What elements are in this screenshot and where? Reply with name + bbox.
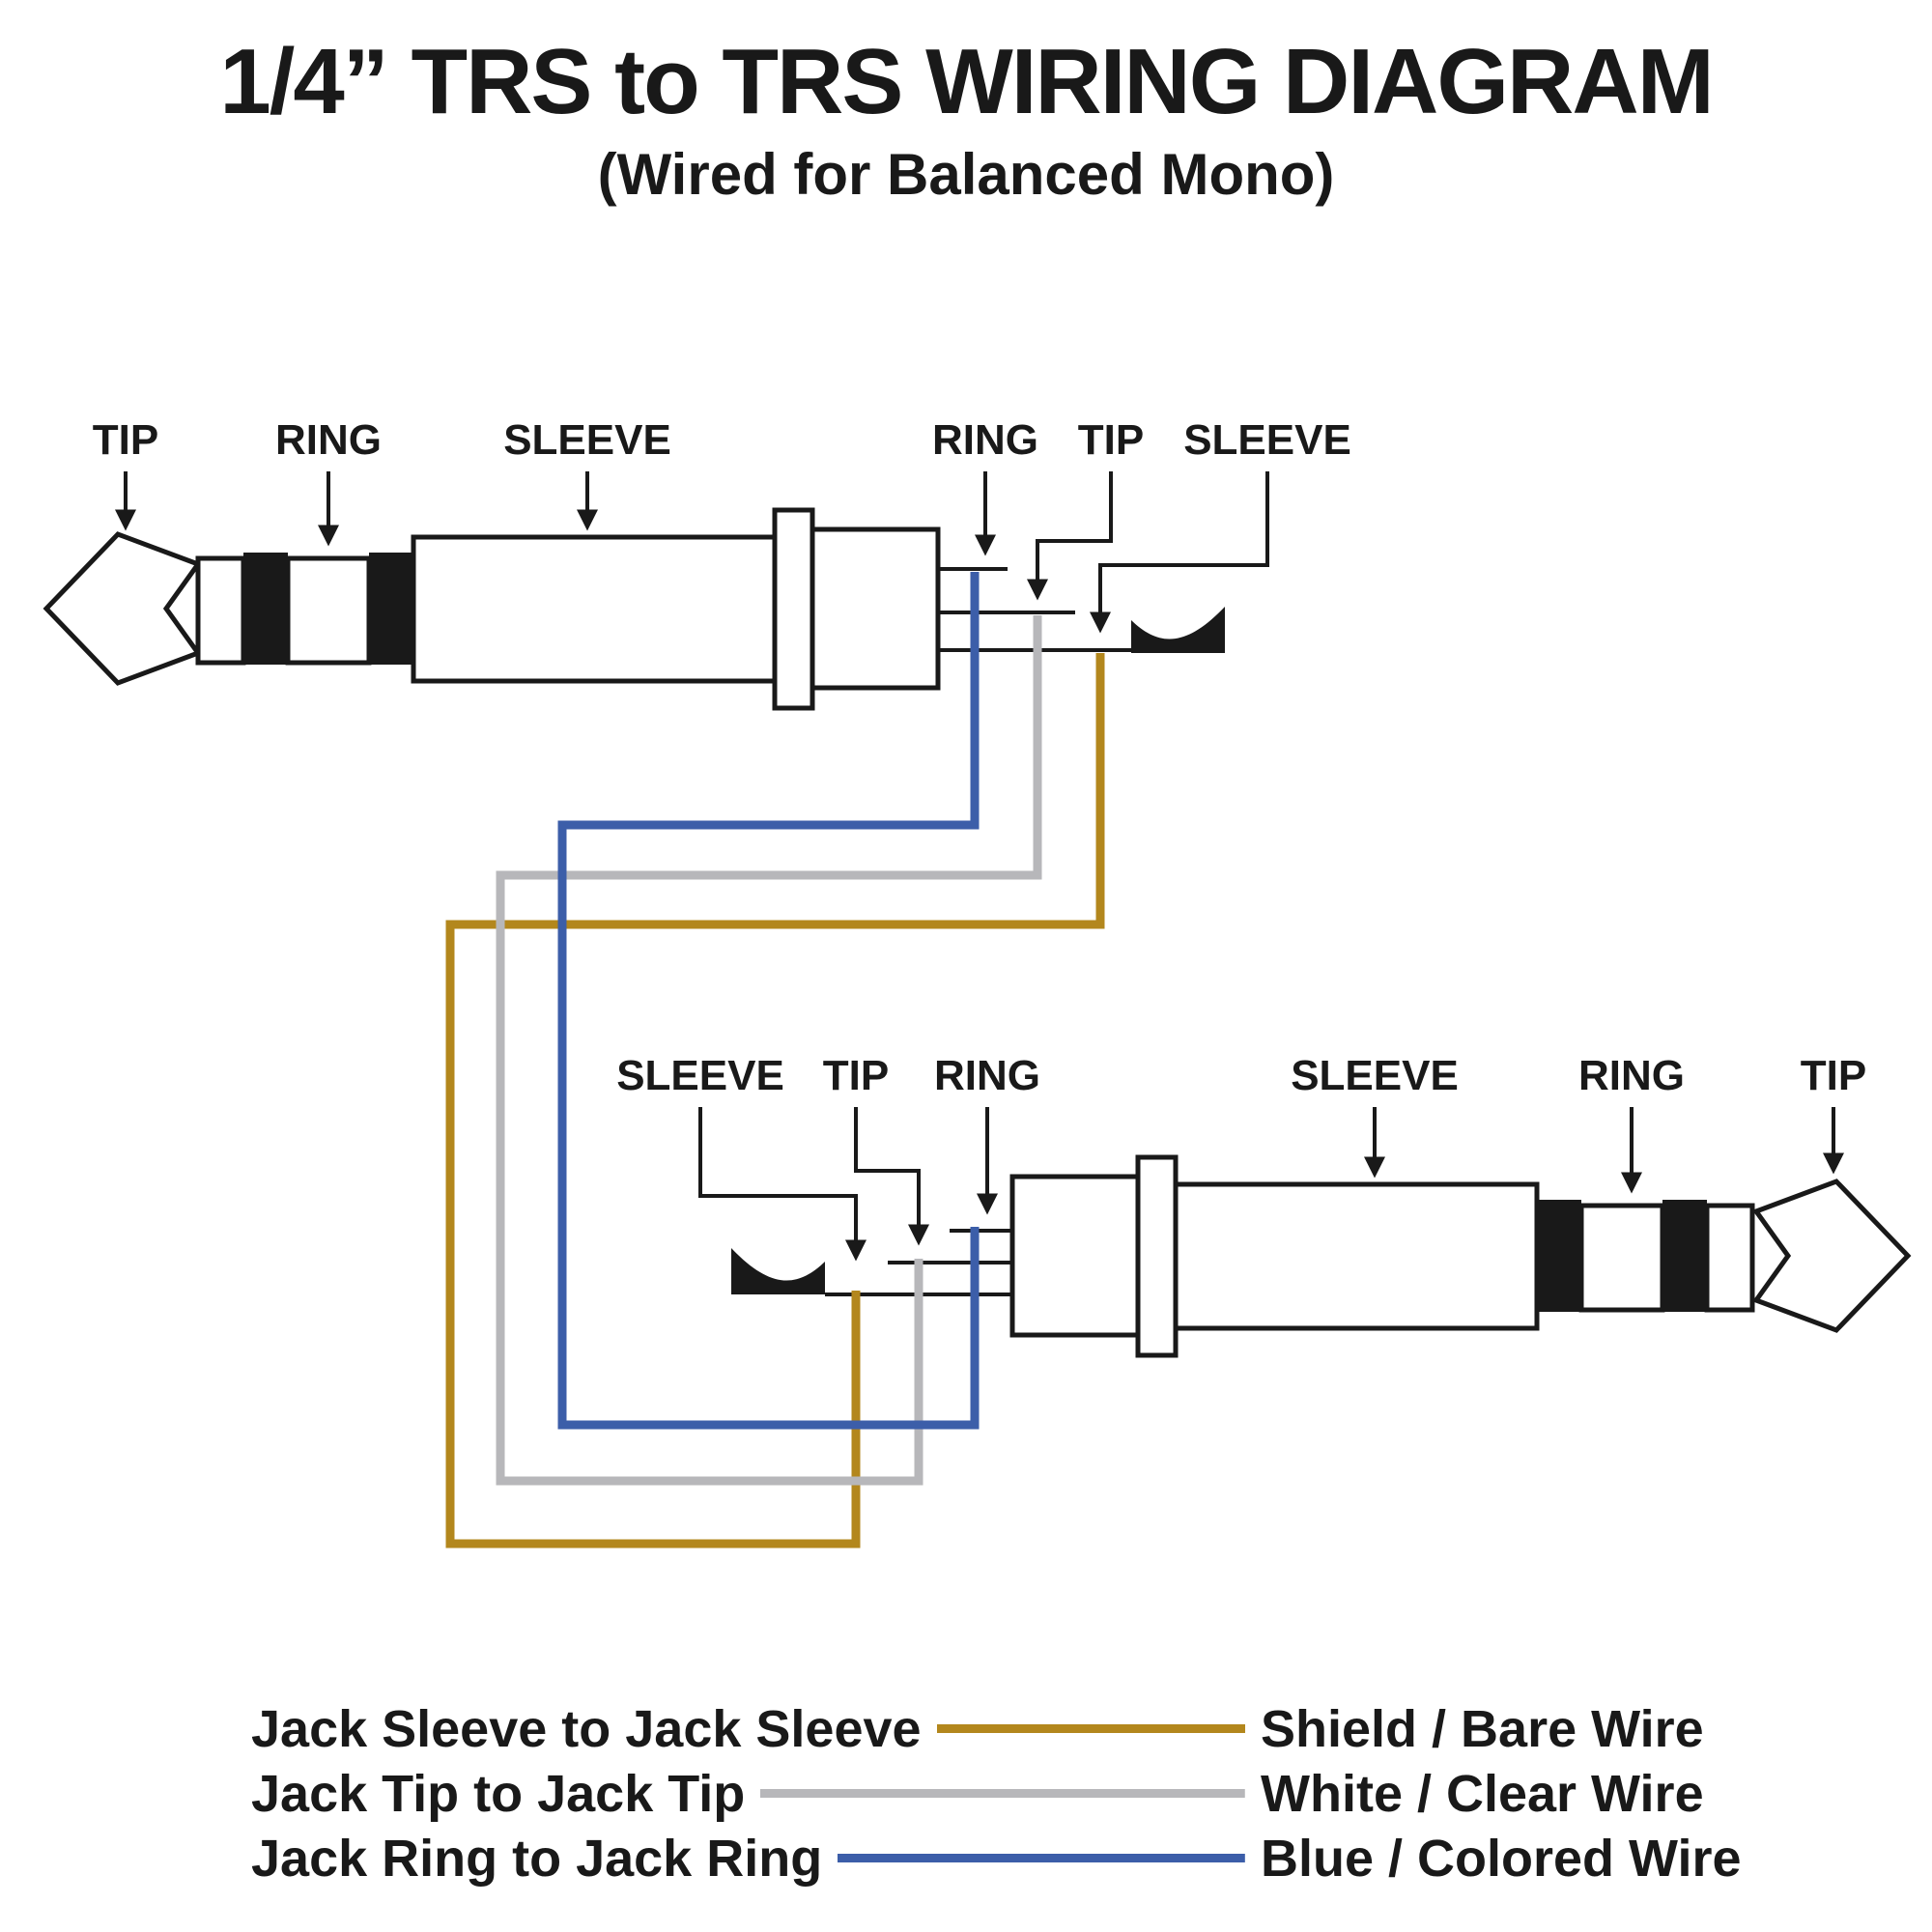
ring-contact — [285, 555, 372, 666]
legend-connection-label: Jack Sleeve to Jack Sleeve — [251, 1699, 922, 1758]
label-ring: RING — [1578, 1052, 1685, 1099]
sleeve-lug — [731, 1248, 825, 1294]
top-plug-labels: TIP RING SLEEVE RING TIP SLEEVE — [93, 416, 1351, 634]
white-wire — [496, 615, 1042, 1486]
label-tip: TIP — [93, 416, 158, 464]
blue-wire-swatch — [838, 1854, 1245, 1862]
bottom-plug — [731, 1154, 1912, 1358]
insulator-band — [369, 553, 413, 665]
legend-row: Jack Sleeve to Jack Sleeve Shield / Bare… — [251, 1696, 1704, 1761]
insulator-band — [1537, 1200, 1581, 1312]
label-tip: TIP — [1801, 1052, 1866, 1099]
ring-contact — [1578, 1203, 1665, 1313]
blue-wire — [557, 572, 980, 1430]
white-wire-swatch — [760, 1789, 1245, 1798]
pointer-tip-terminal — [854, 1107, 929, 1246]
legend-connection-label: Jack Tip to Jack Tip — [251, 1764, 746, 1823]
legend-wire-label: White / Clear Wire — [1261, 1764, 1704, 1823]
legend-wire-label: Blue / Colored Wire — [1261, 1829, 1742, 1888]
label-tip-terminal: TIP — [823, 1052, 889, 1099]
insulator-segment — [1704, 1203, 1755, 1313]
sleeve-barrel — [1173, 1181, 1540, 1331]
pointer-sleeve-terminal — [1090, 471, 1269, 634]
bottom-plug-labels: SLEEVE TIP RING SLEEVE RING TIP — [616, 1052, 1866, 1262]
insulator-band — [243, 553, 288, 665]
pointer-sleeve-terminal — [698, 1107, 867, 1262]
page-subtitle: (Wired for Balanced Mono) — [597, 142, 1335, 207]
plug-back-body — [1009, 1174, 1141, 1338]
shield-wire-swatch — [936, 1724, 1245, 1733]
tip-contact — [43, 531, 202, 686]
tip-contact — [1752, 1179, 1912, 1333]
collar — [1135, 1154, 1179, 1358]
insulator-band — [1662, 1200, 1707, 1312]
label-ring-terminal: RING — [932, 416, 1038, 464]
plug-back-body — [810, 526, 941, 691]
legend-row: Jack Ring to Jack Ring Blue / Colored Wi… — [251, 1826, 1742, 1890]
legend-connection-label: Jack Ring to Jack Ring — [251, 1829, 823, 1888]
wires — [445, 572, 1105, 1548]
legend-wire-label: Shield / Bare Wire — [1261, 1699, 1704, 1758]
legend: Jack Sleeve to Jack Sleeve Shield / Bare… — [251, 1696, 1742, 1890]
label-sleeve: SLEEVE — [503, 416, 671, 464]
label-tip-terminal: TIP — [1078, 416, 1144, 464]
label-ring: RING — [275, 416, 382, 464]
sleeve-lug — [1131, 607, 1225, 653]
label-ring-terminal: RING — [934, 1052, 1040, 1099]
shield-wire — [445, 653, 1105, 1548]
insulator-segment — [195, 555, 246, 666]
label-sleeve-terminal: SLEEVE — [616, 1052, 784, 1099]
header: 1/4” TRS to TRS WIRING DIAGRAM (Wired fo… — [0, 29, 1932, 208]
collar — [772, 507, 815, 711]
label-sleeve: SLEEVE — [1291, 1052, 1459, 1099]
legend-row: Jack Tip to Jack Tip White / Clear Wire — [251, 1761, 1704, 1826]
page-title: 1/4” TRS to TRS WIRING DIAGRAM — [219, 30, 1714, 133]
pointer-tip-terminal — [1027, 471, 1113, 601]
sleeve-barrel — [411, 534, 778, 684]
label-sleeve-terminal: SLEEVE — [1183, 416, 1351, 464]
